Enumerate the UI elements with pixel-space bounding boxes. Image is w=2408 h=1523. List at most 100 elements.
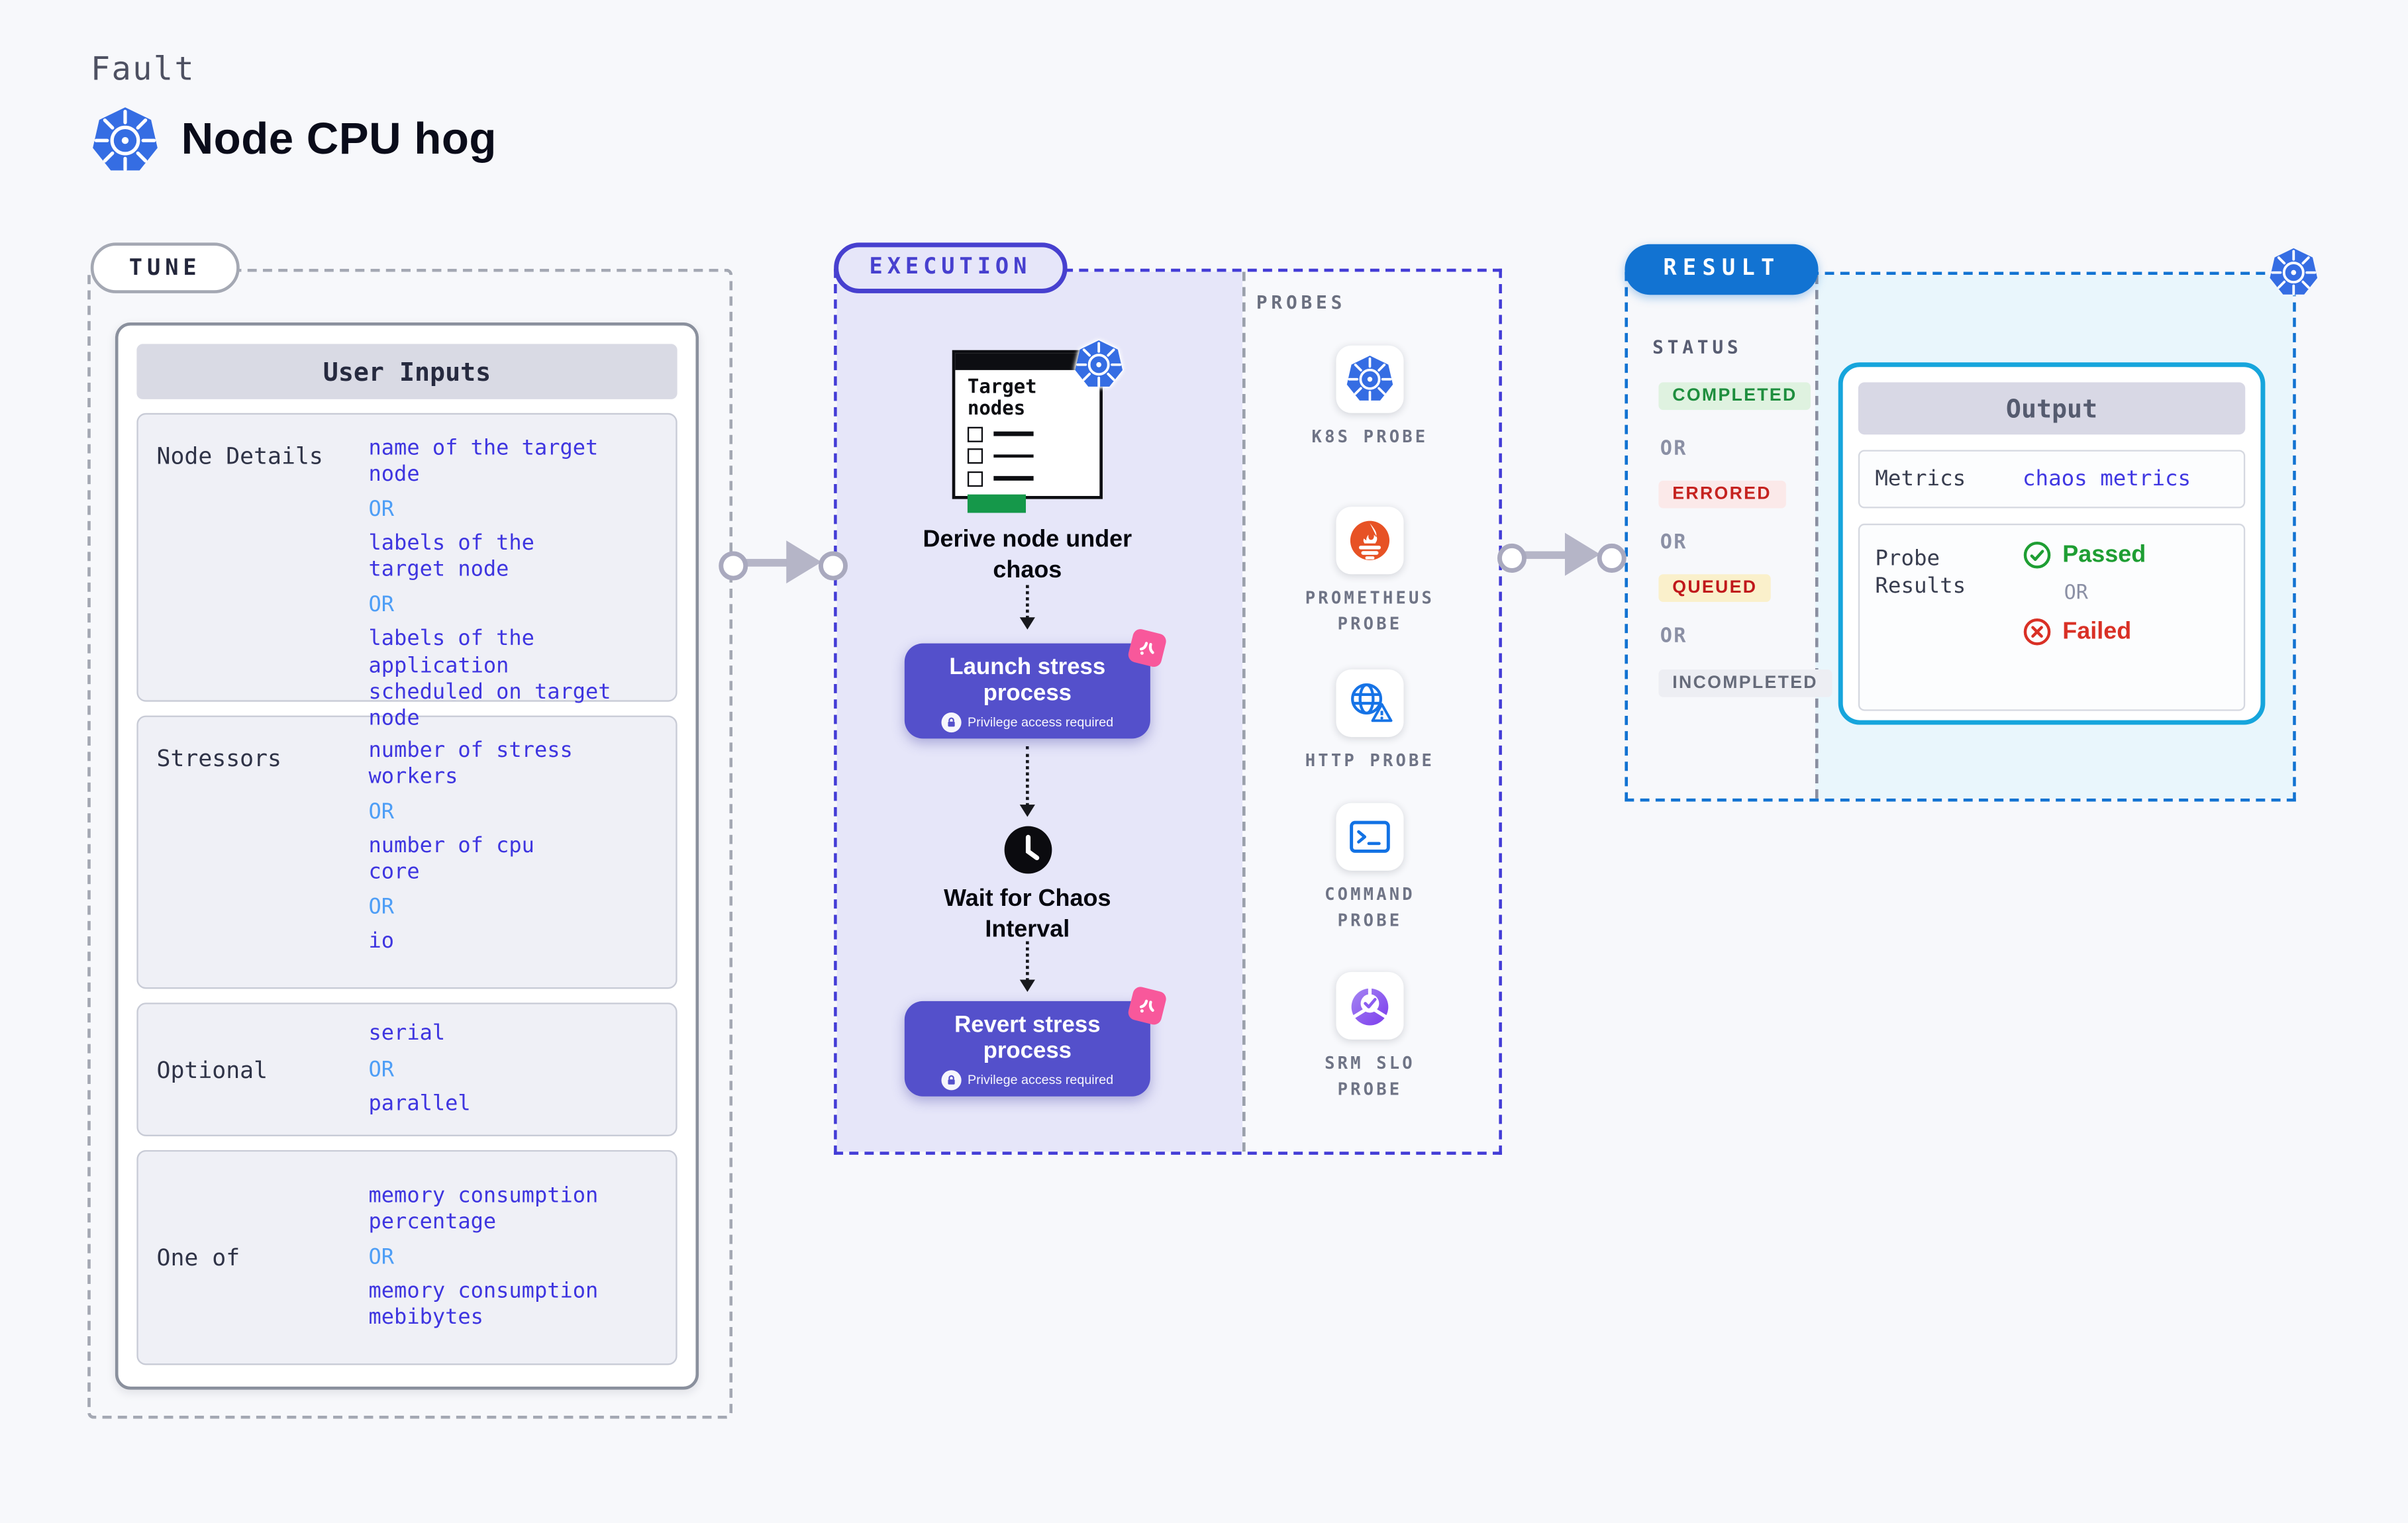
down-arrow-icon — [1019, 941, 1035, 993]
failed-result: Failed — [2023, 617, 2146, 646]
probe-item-k8s: K8S PROBE — [1278, 345, 1462, 451]
probe-name: COMMAND PROBE — [1325, 884, 1415, 930]
status-badge-queued: QUEUED — [1658, 574, 1772, 603]
checkbox-icon — [967, 448, 983, 464]
target-nodes-title: Target nodes — [967, 374, 1037, 420]
row-label: One of — [156, 1244, 240, 1272]
step-title: Launch stress process — [949, 654, 1106, 707]
lock-icon — [941, 712, 962, 732]
or-separator: OR — [368, 497, 395, 522]
status-badge-incompleted: INCOMPLETED — [1658, 669, 1832, 697]
row-label: Stressors — [156, 744, 282, 773]
probe-card — [1336, 669, 1404, 738]
probe-name: K8S PROBE — [1311, 426, 1429, 447]
http-icon — [1344, 677, 1396, 730]
output-header: Output — [1858, 382, 2246, 435]
wait-interval-label: Wait for Chaos Interval — [944, 886, 1111, 944]
or-separator: OR — [368, 593, 395, 618]
status-badge-completed: COMPLETED — [1658, 382, 1811, 411]
passed-result: Passed — [2023, 540, 2146, 569]
prometheus-icon — [1342, 513, 1397, 568]
flow-arrow-icon — [1497, 530, 1627, 579]
metrics-label: Metrics — [1875, 466, 1966, 492]
input-value: io — [368, 929, 395, 955]
or-separator: OR — [1660, 624, 1687, 648]
privilege-note: Privilege access required — [967, 714, 1114, 730]
input-value: memory consumption mebibytes — [368, 1279, 599, 1330]
probe-item-prometheus: PROMETHEUS PROBE — [1278, 507, 1462, 637]
tune-panel — [87, 268, 733, 1419]
kubernetes-corner-icon — [2268, 247, 2319, 298]
row-values: name of the target node OR labels of the… — [368, 430, 667, 731]
row-label: Optional — [156, 1056, 268, 1083]
node-list-item — [967, 448, 1087, 464]
result-divider — [1815, 275, 1819, 799]
status-heading: STATUS — [1652, 336, 1742, 358]
status-badge-errored: ERRORED — [1658, 480, 1785, 509]
lock-icon — [941, 1069, 962, 1091]
metrics-row: Metrics chaos metrics — [1858, 450, 2246, 509]
down-arrow-icon — [1019, 585, 1035, 630]
input-value: serial — [368, 1021, 446, 1046]
step-title: Revert stress process — [954, 1012, 1101, 1064]
launch-stress-step: Launch stress process Privilege access r… — [904, 627, 1168, 739]
revert-stress-step: Revert stress process Privilege access r… — [904, 985, 1168, 1097]
target-nodes-card: Target nodes — [952, 350, 1103, 513]
probe-card — [1336, 803, 1404, 871]
input-row-optional: Optional serial OR parallel — [136, 1003, 677, 1136]
tune-badge: TUNE — [90, 242, 240, 293]
node-line — [993, 476, 1034, 481]
check-circle-icon — [2023, 540, 2052, 569]
probe-results-label: Probe Results — [1875, 546, 1966, 599]
srm-slo-icon — [1342, 978, 1397, 1033]
probe-card — [1336, 345, 1404, 413]
k8s-icon — [1345, 355, 1394, 404]
derive-node-label: Derive node under chaos — [923, 526, 1132, 585]
input-value: labels of the target node — [368, 531, 534, 583]
row-values: memory consumption percentage OR memory … — [369, 1178, 667, 1338]
or-separator: OR — [1660, 531, 1687, 555]
input-row-one-of: One of memory consumption percentage OR … — [136, 1150, 677, 1365]
node-line — [993, 432, 1034, 436]
down-arrow-icon — [1019, 746, 1035, 817]
privilege-note: Privilege access required — [967, 1072, 1114, 1088]
probe-item-srm-slo: SRM SLO PROBE — [1278, 971, 1462, 1103]
or-separator: OR — [368, 895, 395, 921]
input-row-stressors: Stressors number of stress workers OR nu… — [136, 715, 677, 989]
input-value: number of stress workers — [368, 738, 573, 789]
command-icon — [1345, 812, 1394, 861]
x-circle-icon — [2023, 617, 2052, 646]
kubernetes-logo-icon — [91, 106, 160, 175]
card-titlebar — [955, 353, 1100, 370]
node-list-item — [967, 426, 1087, 442]
node-list-item — [967, 470, 1087, 486]
probe-card — [1336, 507, 1404, 575]
probe-name: SRM SLO PROBE — [1325, 1053, 1415, 1099]
row-values: number of stress workers OR number of cp… — [369, 732, 667, 972]
input-row-node-details: Node Details name of the target node OR … — [136, 413, 677, 731]
or-separator: OR — [368, 1057, 395, 1082]
row-values: serial OR parallel — [369, 1016, 667, 1123]
checkbox-icon — [967, 470, 983, 486]
row-label: Node Details — [156, 442, 323, 470]
user-inputs-header: User Inputs — [136, 344, 677, 399]
clock-icon — [1003, 824, 1054, 875]
or-separator: OR — [368, 800, 395, 825]
passed-label: Passed — [2062, 541, 2146, 567]
result-badge: RESULT — [1625, 244, 1819, 295]
fault-eyebrow: Fault — [90, 50, 196, 88]
input-value: number of cpu core — [368, 834, 534, 885]
input-value: parallel — [368, 1091, 471, 1116]
node-line — [993, 454, 1034, 458]
probe-card — [1336, 971, 1404, 1040]
probe-item-command: COMMAND PROBE — [1278, 803, 1462, 934]
selection-bar — [967, 493, 1027, 513]
probe-results-row: Probe Results Passed OR Failed — [1858, 523, 2246, 711]
output-box: Output Metrics chaos metrics Probe Resul… — [1838, 362, 2266, 725]
or-separator: OR — [1660, 437, 1687, 461]
execution-badge: EXECUTION — [834, 242, 1067, 293]
user-inputs-card: User Inputs Node Details name of the tar… — [115, 322, 699, 1390]
or-separator: OR — [2064, 581, 2088, 605]
input-value: name of the target node — [368, 435, 599, 487]
